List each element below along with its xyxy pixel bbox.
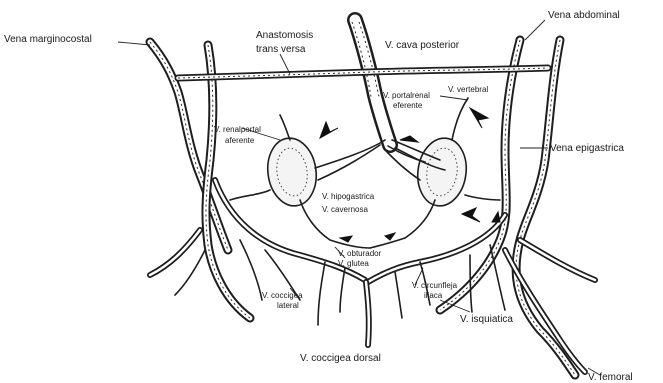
label-vena-marginocostal: Vena marginocostal	[4, 34, 92, 45]
label-coccigea-lateral-line2: lateral	[277, 301, 299, 310]
posterior-cava-vein	[352, 20, 390, 145]
flow-arrows	[320, 108, 500, 242]
label-anastomosis-line2: trans versa	[256, 44, 306, 55]
left-lower-branch	[150, 230, 200, 275]
arrow-obturator-left	[340, 236, 352, 242]
label-obturador: V. obturador	[338, 249, 382, 258]
label-cava-posterior: V. cava posterior	[385, 40, 460, 51]
arrow-right-lower	[462, 208, 480, 222]
label-renalportal-line2: aferente	[225, 136, 255, 145]
left-kidney	[264, 135, 321, 209]
arrow-left-renal	[320, 122, 338, 138]
label-glutea: V. glutea	[338, 259, 369, 268]
label-coccigea-lateral-line1: V. coccigea	[262, 291, 303, 300]
label-cavernosa: V. cavernosa	[322, 205, 369, 214]
label-portalrenal-line1: V. portalrenal	[383, 91, 430, 100]
label-isquiatica: V. isquiatica	[460, 314, 513, 325]
arrow-obturator-right	[385, 233, 395, 240]
label-circunfleja-line1: V. circunfleja	[412, 281, 458, 290]
label-vena-epigastrica: Vena epigastrica	[550, 143, 624, 154]
right-epigastric-vein	[516, 40, 575, 375]
left-marginocostal-vein	[150, 42, 228, 250]
dorsal-coccygeal-vein	[366, 282, 369, 345]
label-circunfleja-line2: iliaca	[424, 291, 443, 300]
right-kidney	[414, 135, 471, 209]
label-anastomosis-line1: Anastomosis	[256, 30, 313, 41]
label-vertebral: V. vertebral	[448, 85, 488, 94]
label-femoral: V. femoral	[588, 372, 633, 383]
label-coccigea-dorsal: V. coccigea dorsal	[300, 353, 381, 364]
label-vena-abdominal: Vena abdominal	[548, 10, 620, 21]
lateral-coccygeal-branches	[318, 262, 430, 325]
arrow-right-outer	[492, 212, 500, 222]
right-lower-branch	[520, 240, 595, 280]
arrow-vertebral	[470, 108, 488, 128]
arrow-center-efferent	[400, 136, 418, 142]
label-portalrenal-line2: eferente	[393, 101, 423, 110]
label-hipogastrica: V. hipogastrica	[322, 192, 375, 201]
label-renalportal-line1: V. renalportal	[214, 125, 261, 134]
